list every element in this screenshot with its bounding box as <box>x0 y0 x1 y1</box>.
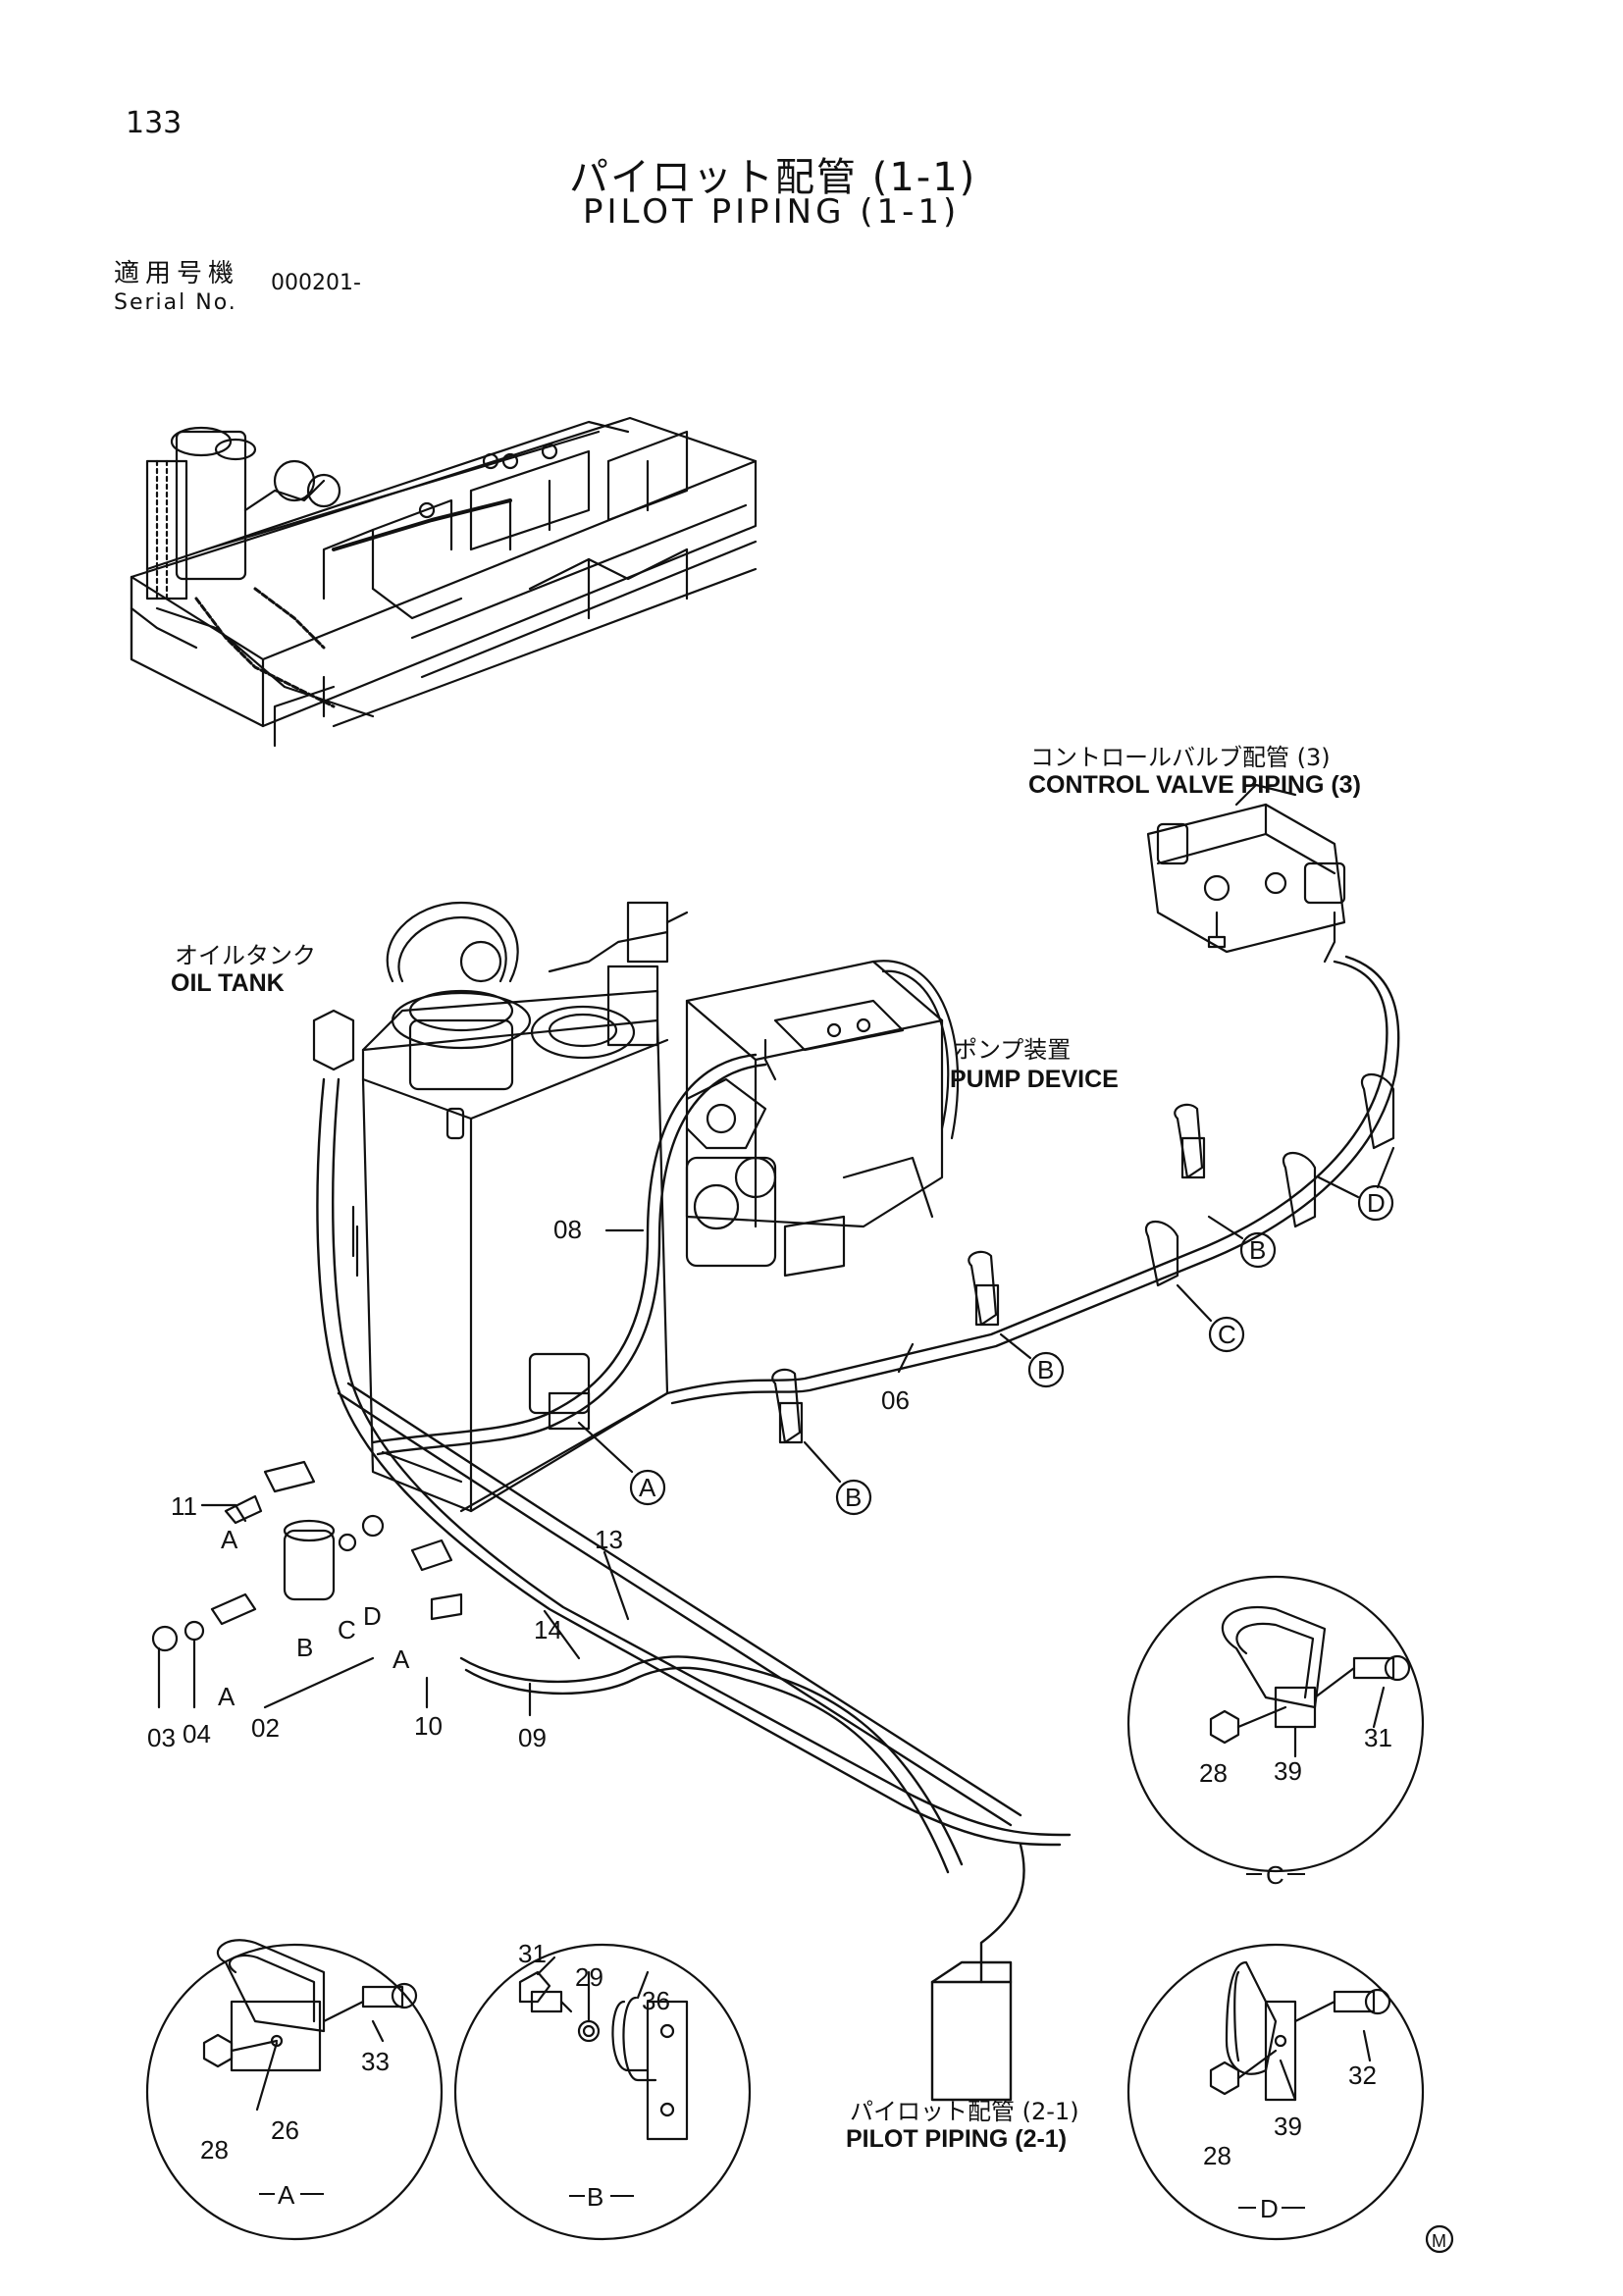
pilot-piping-label-en: PILOT PIPING (2-1) <box>846 2125 1068 2153</box>
manufacturer-mark-icon <box>1425 2224 1454 2254</box>
detail-circle-d <box>1126 1943 1425 2241</box>
ref-letter-b: B <box>296 1633 313 1662</box>
control-valve-label-ja: コントロールバルブ配管 (3) <box>1030 744 1331 771</box>
marker-letter-b: B <box>1037 1355 1054 1384</box>
ref-letter-a: A <box>393 1644 410 1674</box>
pump-device-label-ja: ポンプ装置 <box>954 1036 1072 1064</box>
part-number-13: 13 <box>595 1525 623 1554</box>
detail-label-d: D <box>1260 2194 1279 2223</box>
pipe-clamps <box>151 1073 1395 1652</box>
detail-b-part-31: 31 <box>518 1939 547 1968</box>
part-number-06: 06 <box>881 1385 910 1415</box>
serial-value: 000201- <box>271 271 361 295</box>
marker-letter-d: D <box>1367 1188 1386 1218</box>
part-number-08: 08 <box>553 1215 582 1244</box>
ref-letter-c: C <box>338 1615 356 1644</box>
part-number-14: 14 <box>534 1615 562 1644</box>
part-number-10: 10 <box>414 1711 443 1741</box>
page-title-en: PILOT PIPING (1-1) <box>583 192 961 232</box>
part-number-11: 11 <box>171 1491 197 1521</box>
marker-letter-b: B <box>845 1483 862 1512</box>
leader-lines <box>157 1228 915 1717</box>
detail-c-part-39: 39 <box>1274 1756 1302 1786</box>
part-number-04: 04 <box>183 1719 211 1748</box>
machine-overview-illustration <box>130 416 758 748</box>
detail-d-part-28: 28 <box>1203 2141 1231 2170</box>
detail-label-c: C <box>1266 1860 1284 1890</box>
detail-a-part-28: 28 <box>200 2135 229 2165</box>
part-number-09: 09 <box>518 1723 547 1752</box>
marker-letter-a: A <box>639 1473 656 1502</box>
control-valve-illustration <box>1146 783 1346 964</box>
detail-d-part-39: 39 <box>1274 2112 1302 2141</box>
pipe-routes <box>316 955 1400 2102</box>
marker-letter-b: B <box>1249 1235 1266 1265</box>
detail-c-part-31: 31 <box>1364 1723 1392 1752</box>
marker-letter-c: C <box>1218 1320 1236 1349</box>
part-number-03: 03 <box>147 1723 176 1752</box>
detail-d-part-32: 32 <box>1348 2061 1377 2090</box>
detail-circle-b <box>453 1943 752 2241</box>
ref-letter-a: A <box>218 1682 236 1711</box>
serial-label-en: Serial No. <box>114 290 237 315</box>
detail-label-b: B <box>587 2182 603 2212</box>
oil-tank-illustration <box>312 901 689 1513</box>
detail-circle-a <box>145 1939 444 2241</box>
detail-b-part-36: 36 <box>642 1986 670 2015</box>
control-valve-label-en: CONTROL VALVE PIPING (3) <box>1028 771 1361 799</box>
detail-b-part-29: 29 <box>575 1962 603 1992</box>
manufacturer-mark: M <box>1432 2231 1446 2251</box>
pilot-piping-label-ja: パイロット配管 (2-1) <box>850 2098 1079 2125</box>
detail-a-part-33: 33 <box>361 2047 390 2076</box>
ref-letter-d: D <box>363 1601 382 1631</box>
pump-device-label-en: PUMP DEVICE <box>950 1066 1119 1093</box>
detail-circle-c <box>1126 1575 1425 1873</box>
serial-label-ja: 適用号機 <box>114 259 240 288</box>
oil-tank-label-en: OIL TANK <box>171 969 285 997</box>
part-number-02: 02 <box>251 1713 280 1743</box>
pump-device-illustration <box>685 960 960 1278</box>
page-number: 133 <box>126 106 183 140</box>
oil-tank-label-ja: オイルタンク <box>175 942 316 969</box>
detail-c-part-28: 28 <box>1199 1758 1228 1788</box>
ref-letter-a: A <box>221 1525 238 1554</box>
reference-markers <box>577 1146 1395 1516</box>
page-title-ja: パイロット配管 (1-1) <box>569 155 977 200</box>
detail-label-a: A <box>278 2180 295 2210</box>
detail-a-part-26: 26 <box>271 2115 299 2145</box>
